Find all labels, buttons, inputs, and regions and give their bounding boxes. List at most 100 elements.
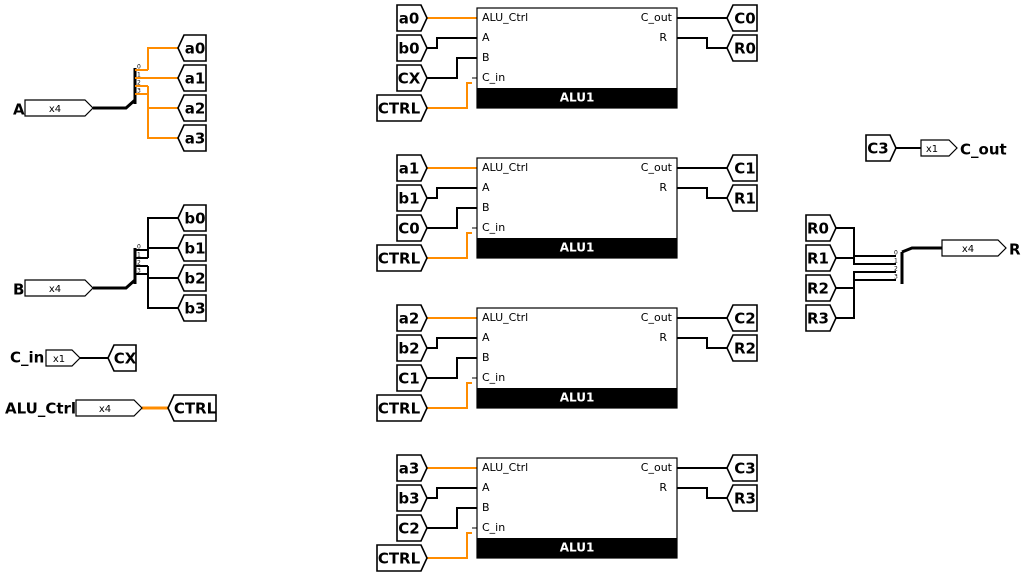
tunnel-label: C2 xyxy=(734,310,755,328)
tunnel-b2[interactable]: b2 xyxy=(177,264,207,292)
alu-title: ALU1 xyxy=(560,241,595,255)
wire-r xyxy=(677,187,727,199)
tunnel-c0[interactable]: C0 xyxy=(726,4,758,32)
alu-pin-label: C_in xyxy=(482,221,505,234)
tunnel-r3[interactable]: R3 xyxy=(726,484,758,512)
tunnel-a3-alu3[interactable]: a3 xyxy=(396,454,428,482)
tunnel-r0[interactable]: R0 xyxy=(726,34,758,62)
tunnel-shape xyxy=(805,244,837,272)
tunnel-shape xyxy=(396,304,428,332)
alu-pin-label: ALU_Ctrl xyxy=(482,461,528,474)
alu-pin-label: C_in xyxy=(482,71,505,84)
pin-width-label: x4 xyxy=(49,284,61,295)
tunnel-label: C0 xyxy=(398,220,419,238)
tunnel-c3[interactable]: C3 xyxy=(726,454,758,482)
tunnel-ctrl-alu1[interactable]: CTRL xyxy=(376,244,428,272)
tunnel-r1-in[interactable]: R1 xyxy=(805,244,837,272)
tunnel-shape xyxy=(376,394,428,422)
tunnel-shape xyxy=(177,94,207,122)
tunnel-label: CTRL xyxy=(378,250,421,268)
tunnel-shape xyxy=(396,334,428,362)
splitter-a-bit-label: 0 xyxy=(137,64,141,71)
tunnel-ctrl[interactable]: CTRL xyxy=(167,394,217,422)
tunnel-c3-out[interactable]: C3 xyxy=(865,134,897,162)
tunnel-r0-in[interactable]: R0 xyxy=(805,214,837,242)
tunnel-b2-alu2[interactable]: b2 xyxy=(396,334,428,362)
wire-cin-in xyxy=(427,82,472,109)
tunnel-label: CX xyxy=(114,350,137,368)
pin-shape xyxy=(24,279,94,297)
tunnel-shape xyxy=(376,94,428,122)
tunnel-shape xyxy=(726,484,758,512)
tunnel-b3[interactable]: b3 xyxy=(177,294,207,322)
tunnel-a0[interactable]: a0 xyxy=(177,34,207,62)
tunnel-shape xyxy=(177,294,207,322)
input-aluctrl-label: ALU_Ctrl xyxy=(5,400,76,418)
tunnel-shape xyxy=(805,304,837,332)
tunnel-b0[interactable]: b0 xyxy=(177,204,207,232)
tunnel-shape xyxy=(396,364,428,392)
tunnel-cx-alu0[interactable]: CX xyxy=(396,64,428,92)
tunnel-b0-alu0[interactable]: b0 xyxy=(396,34,428,62)
tunnel-a1-alu1[interactable]: a1 xyxy=(396,154,428,182)
input-b-pin[interactable]: x4 xyxy=(24,279,94,297)
tunnel-label: b2 xyxy=(398,340,419,358)
wire-b-in xyxy=(427,207,477,229)
tunnel-label: b3 xyxy=(184,300,205,318)
tunnel-label: R0 xyxy=(807,220,829,238)
tunnel-b1[interactable]: b1 xyxy=(177,234,207,262)
tunnel-c1[interactable]: C1 xyxy=(726,154,758,182)
tunnel-label: a3 xyxy=(185,130,206,148)
tunnel-ctrl-alu2[interactable]: CTRL xyxy=(376,394,428,422)
tunnel-c2[interactable]: C2 xyxy=(726,304,758,332)
tunnel-shape xyxy=(865,134,897,162)
tunnel-a3[interactable]: a3 xyxy=(177,124,207,152)
tunnel-shape xyxy=(726,154,758,182)
tunnel-b3-alu3[interactable]: b3 xyxy=(396,484,428,512)
output-cout-pin[interactable]: x1 xyxy=(920,139,958,157)
alu-pin-label: A xyxy=(482,331,490,344)
output-r-pin[interactable]: x4 xyxy=(941,239,1007,257)
wire-cin-in xyxy=(427,232,472,259)
tunnel-ctrl-alu0[interactable]: CTRL xyxy=(376,94,428,122)
tunnel-label: C3 xyxy=(734,460,755,478)
tunnel-shape xyxy=(396,184,428,212)
tunnel-r1[interactable]: R1 xyxy=(726,184,758,212)
input-a-pin[interactable]: x4 xyxy=(24,99,94,117)
tunnel-cx[interactable]: CX xyxy=(107,344,137,372)
tunnel-a0-alu0[interactable]: a0 xyxy=(396,4,428,32)
wire-a-in xyxy=(427,187,477,199)
tunnel-shape xyxy=(726,4,758,32)
tunnel-c1-alu2[interactable]: C1 xyxy=(396,364,428,392)
tunnel-r2[interactable]: R2 xyxy=(726,334,758,362)
tunnel-a2-alu2[interactable]: a2 xyxy=(396,304,428,332)
tunnel-label: a1 xyxy=(399,160,420,178)
pin-width-label: x4 xyxy=(49,104,61,115)
tunnel-label: C2 xyxy=(398,520,419,538)
tunnel-c0-alu1[interactable]: C0 xyxy=(396,214,428,242)
tunnel-r2-in[interactable]: R2 xyxy=(805,274,837,302)
input-cin-pin[interactable]: x1 xyxy=(45,349,81,367)
wire-a-in xyxy=(427,487,477,499)
merge-bit-label: 3 xyxy=(894,274,898,281)
wire-b0 xyxy=(147,217,178,250)
wire-a-in xyxy=(427,337,477,349)
tunnel-c2-alu3[interactable]: C2 xyxy=(396,514,428,542)
tunnel-a1[interactable]: a1 xyxy=(177,64,207,92)
input-aluctrl-pin[interactable]: x4 xyxy=(75,399,143,417)
tunnel-ctrl-alu3[interactable]: CTRL xyxy=(376,544,428,572)
tunnel-label: CTRL xyxy=(378,400,421,418)
tunnel-shape xyxy=(396,214,428,242)
alu-title-bar xyxy=(477,238,677,258)
tunnel-r3-in[interactable]: R3 xyxy=(805,304,837,332)
tunnel-b1-alu1[interactable]: b1 xyxy=(396,184,428,212)
tunnel-a2[interactable]: a2 xyxy=(177,94,207,122)
wire-a0 xyxy=(147,47,178,70)
tunnel-label: b1 xyxy=(398,190,419,208)
bus-r xyxy=(901,246,942,254)
